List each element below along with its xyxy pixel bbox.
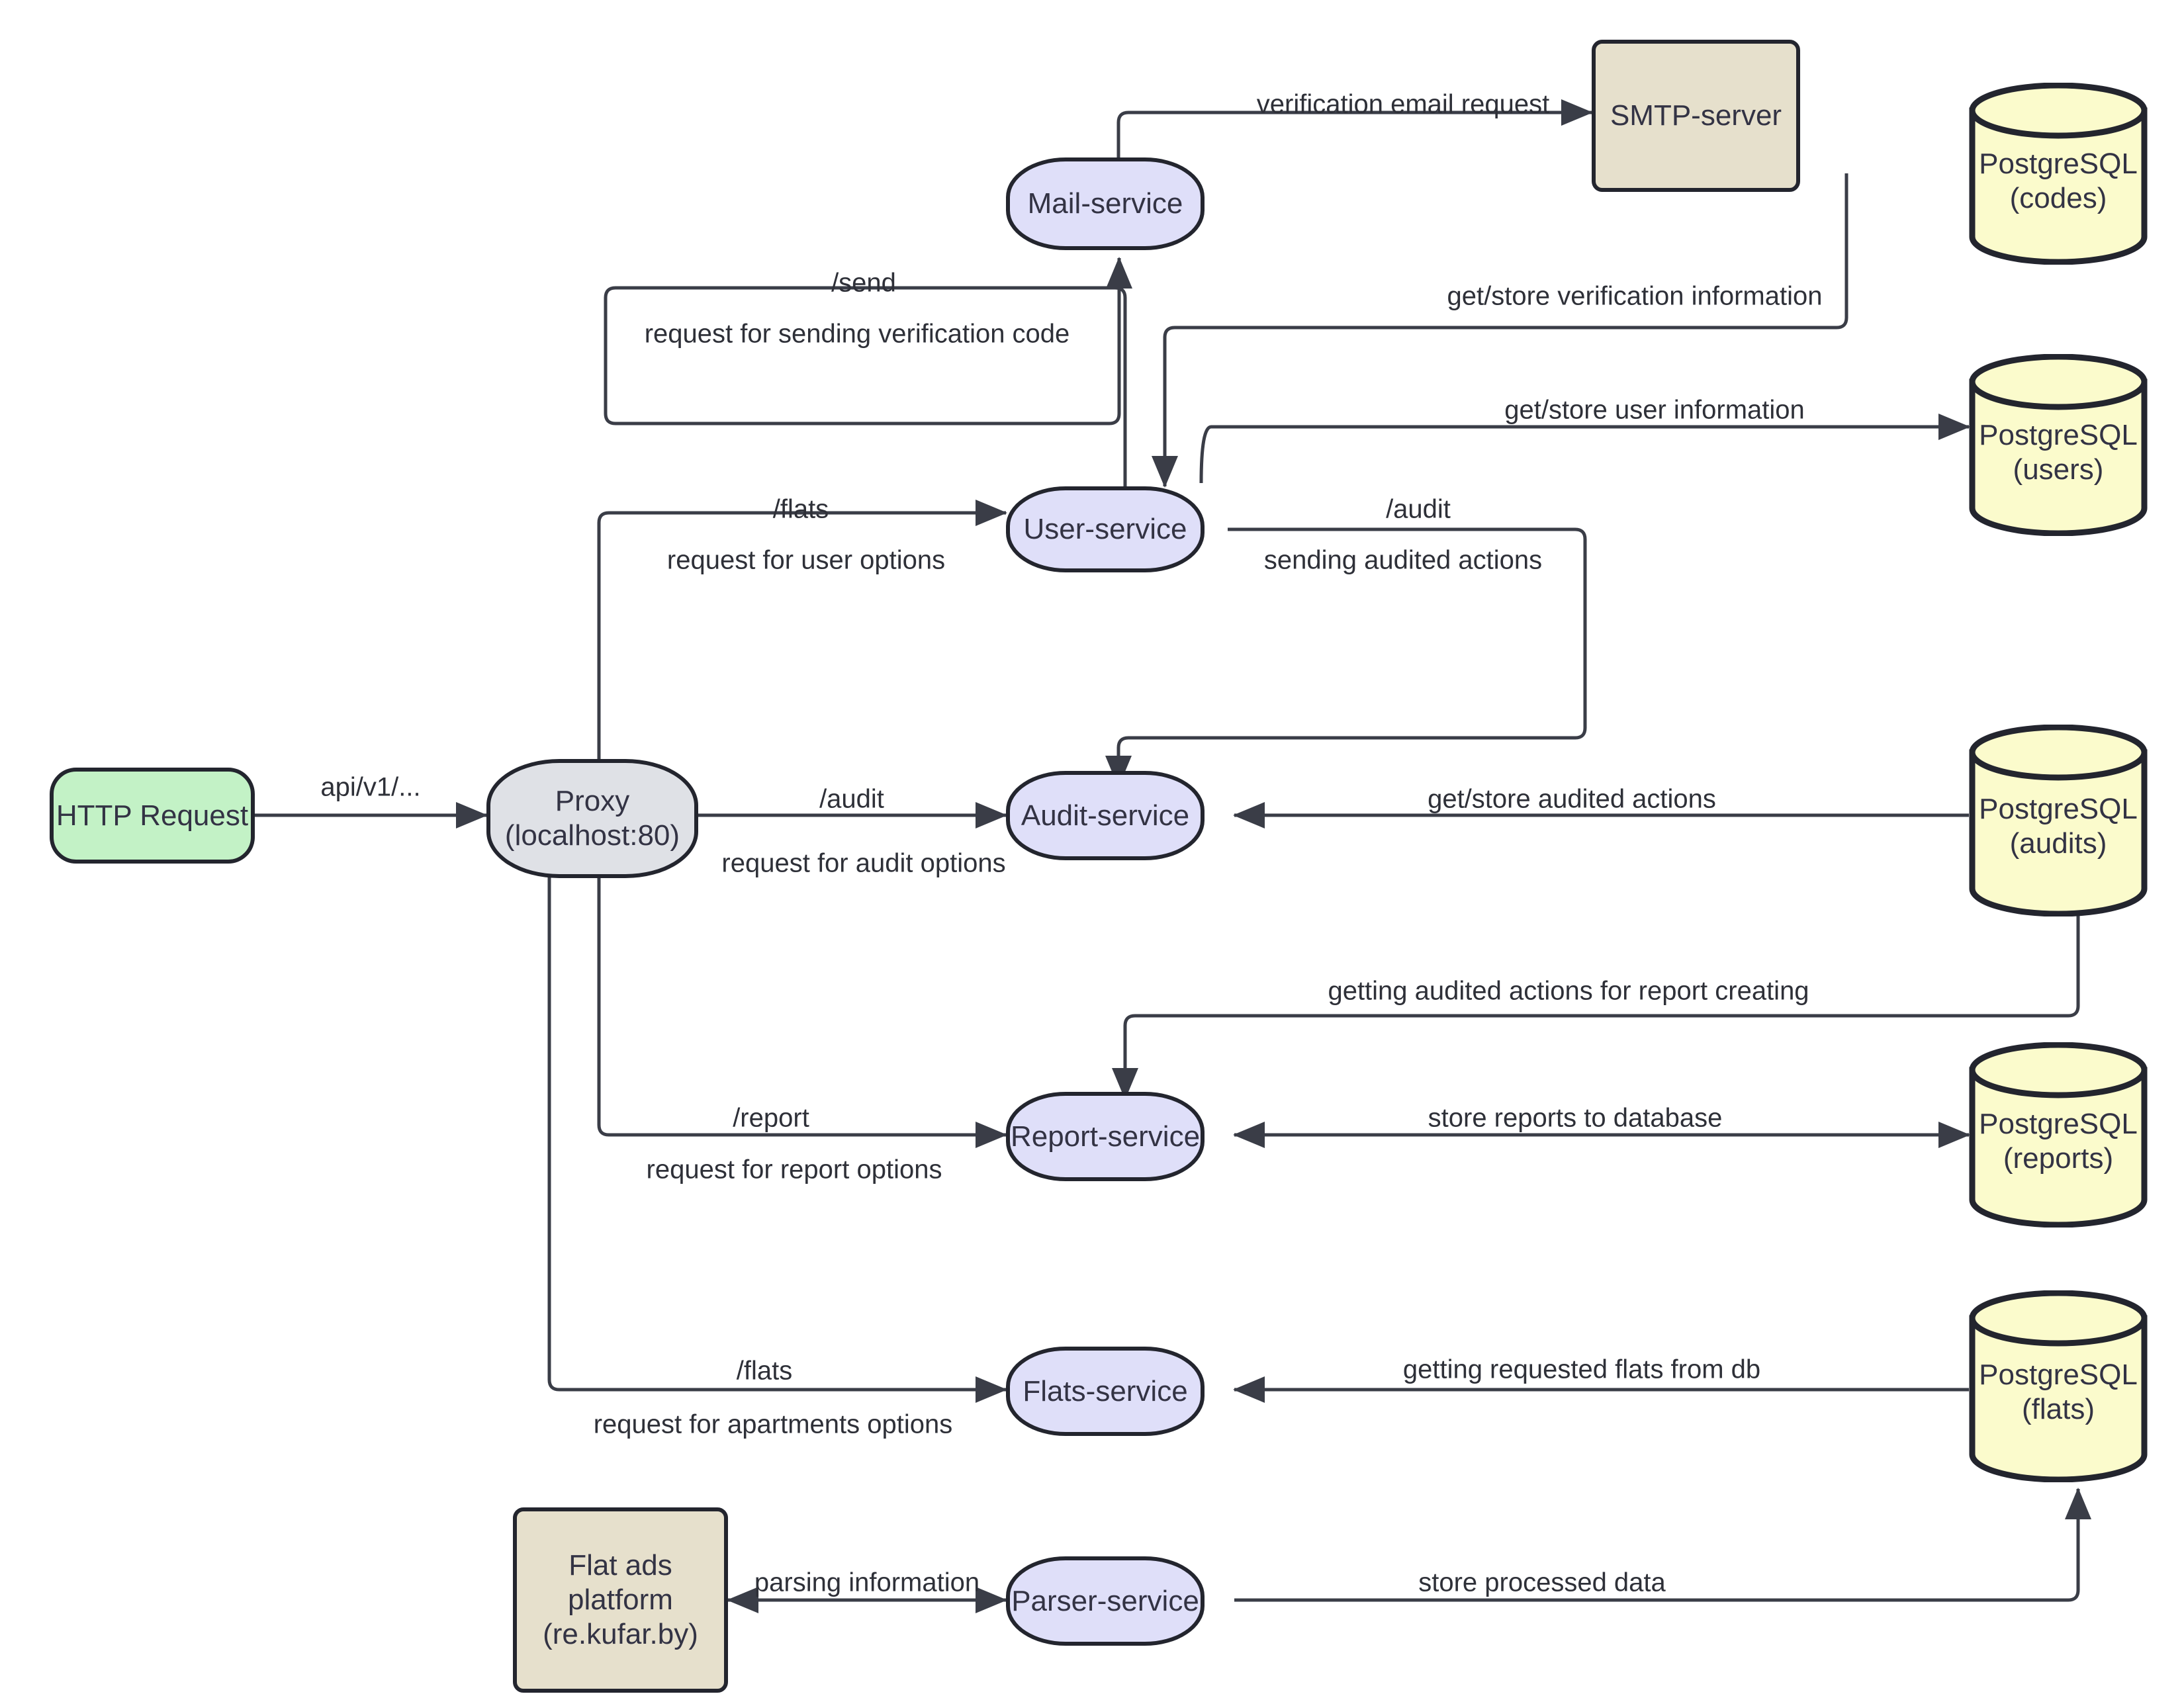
node-db-codes-line2: (codes) — [2009, 181, 2107, 214]
edge-proxy-flats — [547, 850, 1008, 1403]
node-smtp-server-label: SMTP-server — [1610, 99, 1782, 132]
node-db-flats[interactable]: PostgreSQL (flats) — [1969, 1290, 2148, 1482]
node-mail-service[interactable]: Mail-service — [1006, 157, 1205, 250]
node-db-codes-line1: PostgreSQL — [1979, 147, 2138, 180]
edge-user-audit — [1105, 527, 1587, 788]
node-report-service-label: Report-service — [1010, 1120, 1201, 1153]
edge-user-users — [1199, 414, 1971, 484]
node-proxy[interactable]: Proxy (localhost:80) — [486, 759, 698, 878]
node-db-reports-label: PostgreSQL (reports) — [1969, 1107, 2148, 1176]
cylinder-icon — [1969, 1042, 2148, 1227]
node-flat-ads-platform-line3: (re.kufar.by) — [543, 1617, 698, 1650]
node-user-service-label: User-service — [1023, 513, 1187, 546]
edge-parser-db — [1234, 1487, 2091, 1602]
node-db-audits[interactable]: PostgreSQL (audits) — [1969, 725, 2148, 916]
node-db-users-line2: (users) — [2013, 453, 2104, 486]
node-db-reports[interactable]: PostgreSQL (reports) — [1969, 1042, 2148, 1227]
edge-mail-smtp — [1116, 99, 1594, 157]
node-db-reports-line1: PostgreSQL — [1979, 1108, 2138, 1141]
node-flat-ads-platform-line1: Flat ads — [569, 1549, 672, 1582]
node-db-flats-line1: PostgreSQL — [1979, 1359, 2138, 1392]
node-db-audits-line2: (audits) — [2009, 827, 2107, 860]
node-smtp-server[interactable]: SMTP-server — [1592, 40, 1800, 192]
cylinder-icon — [1969, 1290, 2148, 1482]
edge-codes-user — [1152, 173, 1848, 488]
node-mail-service-label: Mail-service — [1027, 187, 1183, 220]
node-user-service[interactable]: User-service — [1006, 486, 1205, 572]
cylinder-icon — [1969, 354, 2148, 536]
node-report-service[interactable]: Report-service — [1006, 1092, 1205, 1181]
node-db-flats-label: PostgreSQL (flats) — [1969, 1358, 2148, 1427]
node-db-audits-line1: PostgreSQL — [1979, 793, 2138, 826]
cylinder-icon — [1969, 83, 2148, 265]
node-db-reports-line2: (reports) — [2003, 1142, 2114, 1175]
edge-proxy-user — [597, 500, 1008, 815]
node-flats-service-label: Flats-service — [1023, 1374, 1188, 1407]
node-flats-service[interactable]: Flats-service — [1006, 1347, 1205, 1436]
node-proxy-label-line1: Proxy — [555, 785, 630, 818]
node-flat-ads-platform[interactable]: Flat ads platform (re.kufar.by) — [513, 1507, 728, 1693]
edge-audits-report — [1112, 913, 2080, 1100]
cylinder-icon — [1969, 725, 2148, 916]
node-db-users-label: PostgreSQL (users) — [1969, 418, 2148, 487]
edge-proxy-report — [597, 815, 1008, 1148]
node-proxy-label-line2: (localhost:80) — [504, 819, 680, 852]
node-http-request[interactable]: HTTP Request — [50, 768, 255, 864]
node-db-users[interactable]: PostgreSQL (users) — [1969, 354, 2148, 536]
node-db-codes-label: PostgreSQL (codes) — [1969, 147, 2148, 216]
node-audit-service[interactable]: Audit-service — [1006, 771, 1205, 860]
node-audit-service-label: Audit-service — [1021, 799, 1190, 832]
node-http-request-label: HTTP Request — [56, 799, 249, 832]
node-flat-ads-platform-line2: platform — [568, 1584, 673, 1617]
node-db-audits-label: PostgreSQL (audits) — [1969, 792, 2148, 861]
node-db-flats-line2: (flats) — [2022, 1393, 2095, 1425]
node-db-codes[interactable]: PostgreSQL (codes) — [1969, 83, 2148, 265]
node-parser-service[interactable]: Parser-service — [1006, 1556, 1205, 1646]
node-db-users-line1: PostgreSQL — [1979, 418, 2138, 451]
node-parser-service-label: Parser-service — [1011, 1584, 1199, 1617]
